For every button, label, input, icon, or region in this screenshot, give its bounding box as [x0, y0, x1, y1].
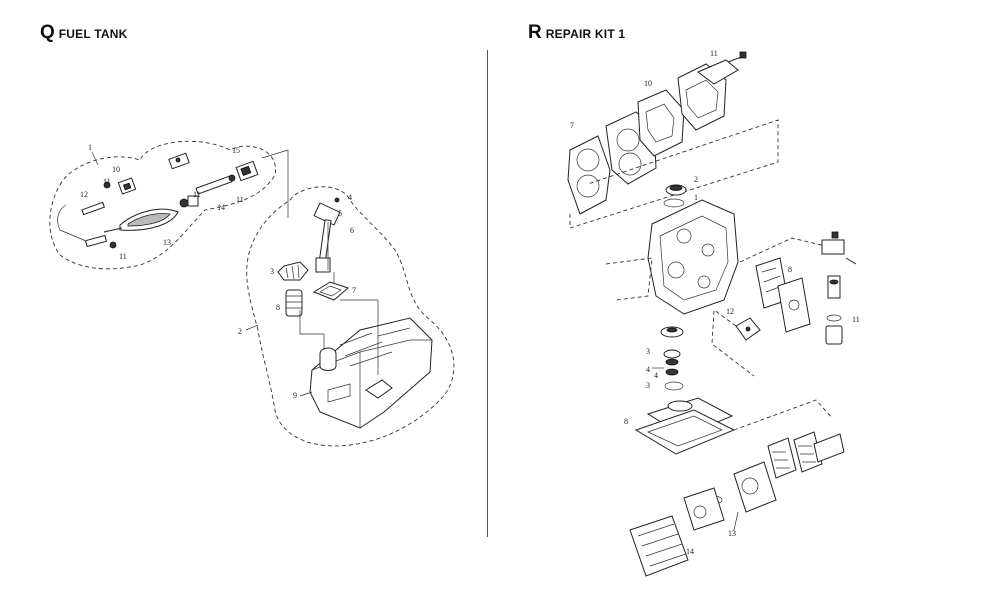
callout-6: 6: [350, 226, 354, 235]
callout-11-d: 11: [119, 252, 127, 261]
callout-3: 3: [270, 267, 274, 276]
callout-11-c: 11: [236, 195, 244, 204]
callout-r-10: 8: [788, 265, 792, 274]
section-title-repair-kit: REPAIR KIT 1: [545, 27, 626, 41]
callout-r-14: 14: [686, 547, 694, 556]
thermostat-11: [827, 275, 841, 299]
section-letter-q: Q: [40, 22, 55, 43]
panel-divider: [487, 50, 488, 537]
reed-plate-a: [767, 437, 797, 479]
fuel-pickup-head: [313, 202, 341, 226]
fuel-line-group-outline: [49, 140, 276, 270]
callout-r-4-a: 4: [646, 365, 650, 374]
seal-3-a: [663, 349, 681, 359]
callout-4: 4: [348, 193, 352, 202]
thermostat-housing: [825, 325, 843, 345]
strainer-8: [285, 289, 303, 317]
tank-gauge-window: [365, 379, 393, 399]
gasket-lower: [813, 433, 845, 463]
callout-15: 15: [232, 146, 240, 155]
hose-12: [81, 201, 106, 216]
callout-7: 7: [352, 286, 356, 295]
repair-kit-diagram: 7 10 11 2 1 8 11: [567, 49, 860, 577]
fitting: [187, 195, 199, 207]
silencer-14: [629, 515, 689, 577]
callout-11-a: 11: [103, 177, 111, 186]
gasket-8: [637, 89, 685, 157]
clamp-11-d: [228, 174, 236, 182]
seal-4-b: [665, 368, 679, 376]
callout-14: 14: [217, 203, 225, 212]
callout-10: 10: [112, 165, 120, 174]
hose-14: [195, 175, 233, 195]
callout-r-4-b: 4: [654, 371, 658, 380]
callout-r-9: 11: [710, 49, 718, 58]
gasket-9: [697, 59, 739, 85]
carburetor: [683, 487, 725, 531]
screw-4: [334, 197, 340, 203]
gasket-7: [312, 281, 349, 301]
fuel-tank-diagram: 1 10 11 12 13 11 14 11 15 11 4 5 6 3 7 8: [49, 140, 455, 447]
callout-r-5: 7: [570, 121, 574, 130]
callout-11-b: 11: [193, 190, 201, 199]
callout-r-6: 8: [624, 417, 628, 426]
intake-manifold-13: [733, 461, 777, 513]
callout-5: 5: [338, 209, 342, 218]
seal-4-a: [665, 358, 679, 366]
callout-2: 2: [238, 327, 242, 336]
callout-r-13: 13: [728, 529, 736, 538]
pickup-filter: [315, 257, 331, 273]
seal-3-b: [664, 381, 684, 391]
callout-r-12: 12: [726, 307, 734, 316]
callout-r-8: 10: [644, 79, 652, 88]
tank-group-outline: [246, 186, 455, 447]
callout-8: 8: [276, 303, 280, 312]
callout-r-3-b: 3: [646, 381, 650, 390]
tank-filler-neck: [319, 347, 337, 371]
callout-r-2: 2: [694, 175, 698, 184]
callout-r-3-a: 3: [646, 347, 650, 356]
thermostat-cover: [821, 239, 845, 255]
hose-end: [84, 234, 108, 248]
fuel-tank-body: [309, 317, 433, 429]
callout-13: 13: [163, 238, 171, 247]
reed-cover: [777, 277, 811, 333]
o-ring-1: [663, 198, 685, 208]
callout-r-11: 11: [852, 315, 860, 324]
callout-12: 12: [80, 190, 88, 199]
callout-1: 1: [88, 143, 92, 152]
clamp-11-b: [103, 181, 111, 189]
section-title-fuel-tank: FUEL TANK: [58, 27, 128, 41]
section-letter-r: R: [528, 22, 542, 43]
callout-9: 9: [293, 391, 297, 400]
clamp-11-c: [179, 198, 189, 208]
callout-r-1: 1: [694, 193, 698, 202]
clamp-11-a: [109, 241, 117, 249]
